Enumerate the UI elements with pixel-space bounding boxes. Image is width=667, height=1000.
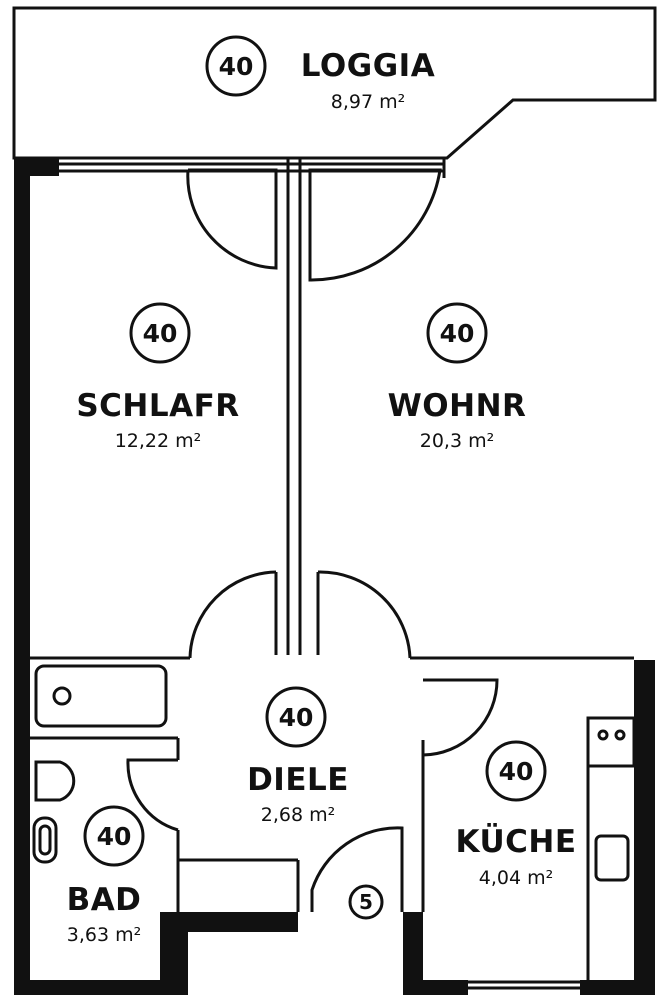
room-area: 4,04 m² xyxy=(479,867,553,889)
room-badge-number: 40 xyxy=(219,52,254,81)
diele-label: 40 DIELE 2,68 m² xyxy=(247,686,349,826)
room-badge xyxy=(265,686,327,748)
toilet-icon xyxy=(34,760,76,802)
bad-label: 40 BAD 3,63 m² xyxy=(67,805,145,946)
sink-icon xyxy=(32,816,58,864)
room-area: 12,22 m² xyxy=(115,430,202,452)
loggia-label: 40 LOGGIA 8,97 m² xyxy=(205,35,435,113)
room-name: WOHNR xyxy=(388,388,527,424)
room-badge xyxy=(129,302,191,364)
room-name: SCHLAFR xyxy=(76,388,239,424)
room-badge-number: 40 xyxy=(143,319,178,348)
bathtub xyxy=(34,664,168,728)
room-area: 2,68 m² xyxy=(261,804,335,826)
room-badge xyxy=(426,302,488,364)
room-area: 8,97 m² xyxy=(331,91,405,113)
room-badge xyxy=(485,740,547,802)
room-badge-number: 40 xyxy=(499,757,534,786)
interior-walls xyxy=(30,158,634,912)
exterior-walls xyxy=(14,158,655,995)
wohnr-label: 40 WOHNR 20,3 m² xyxy=(388,302,527,452)
room-area: 20,3 m² xyxy=(420,430,494,452)
kueche-label: 40 KÜCHE 4,04 m² xyxy=(455,740,576,889)
entrance-marker: 5 xyxy=(348,884,384,920)
room-badge xyxy=(83,805,145,867)
room-badge-number: 40 xyxy=(440,319,475,348)
room-name: DIELE xyxy=(247,762,349,798)
room-badge-number: 40 xyxy=(279,703,314,732)
room-area: 3,63 m² xyxy=(67,924,141,946)
entrance-number: 5 xyxy=(359,890,373,914)
entrance-badge xyxy=(348,884,384,920)
room-badge xyxy=(205,35,267,97)
room-badge-number: 40 xyxy=(97,822,132,851)
stove-icon xyxy=(586,716,636,980)
room-name: BAD xyxy=(67,882,142,918)
room-name: KÜCHE xyxy=(455,823,576,860)
schlafr-label: 40 SCHLAFR 12,22 m² xyxy=(76,302,239,452)
room-name: LOGGIA xyxy=(301,48,435,84)
doors xyxy=(126,168,499,912)
kitchen-sink-icon xyxy=(594,834,630,882)
